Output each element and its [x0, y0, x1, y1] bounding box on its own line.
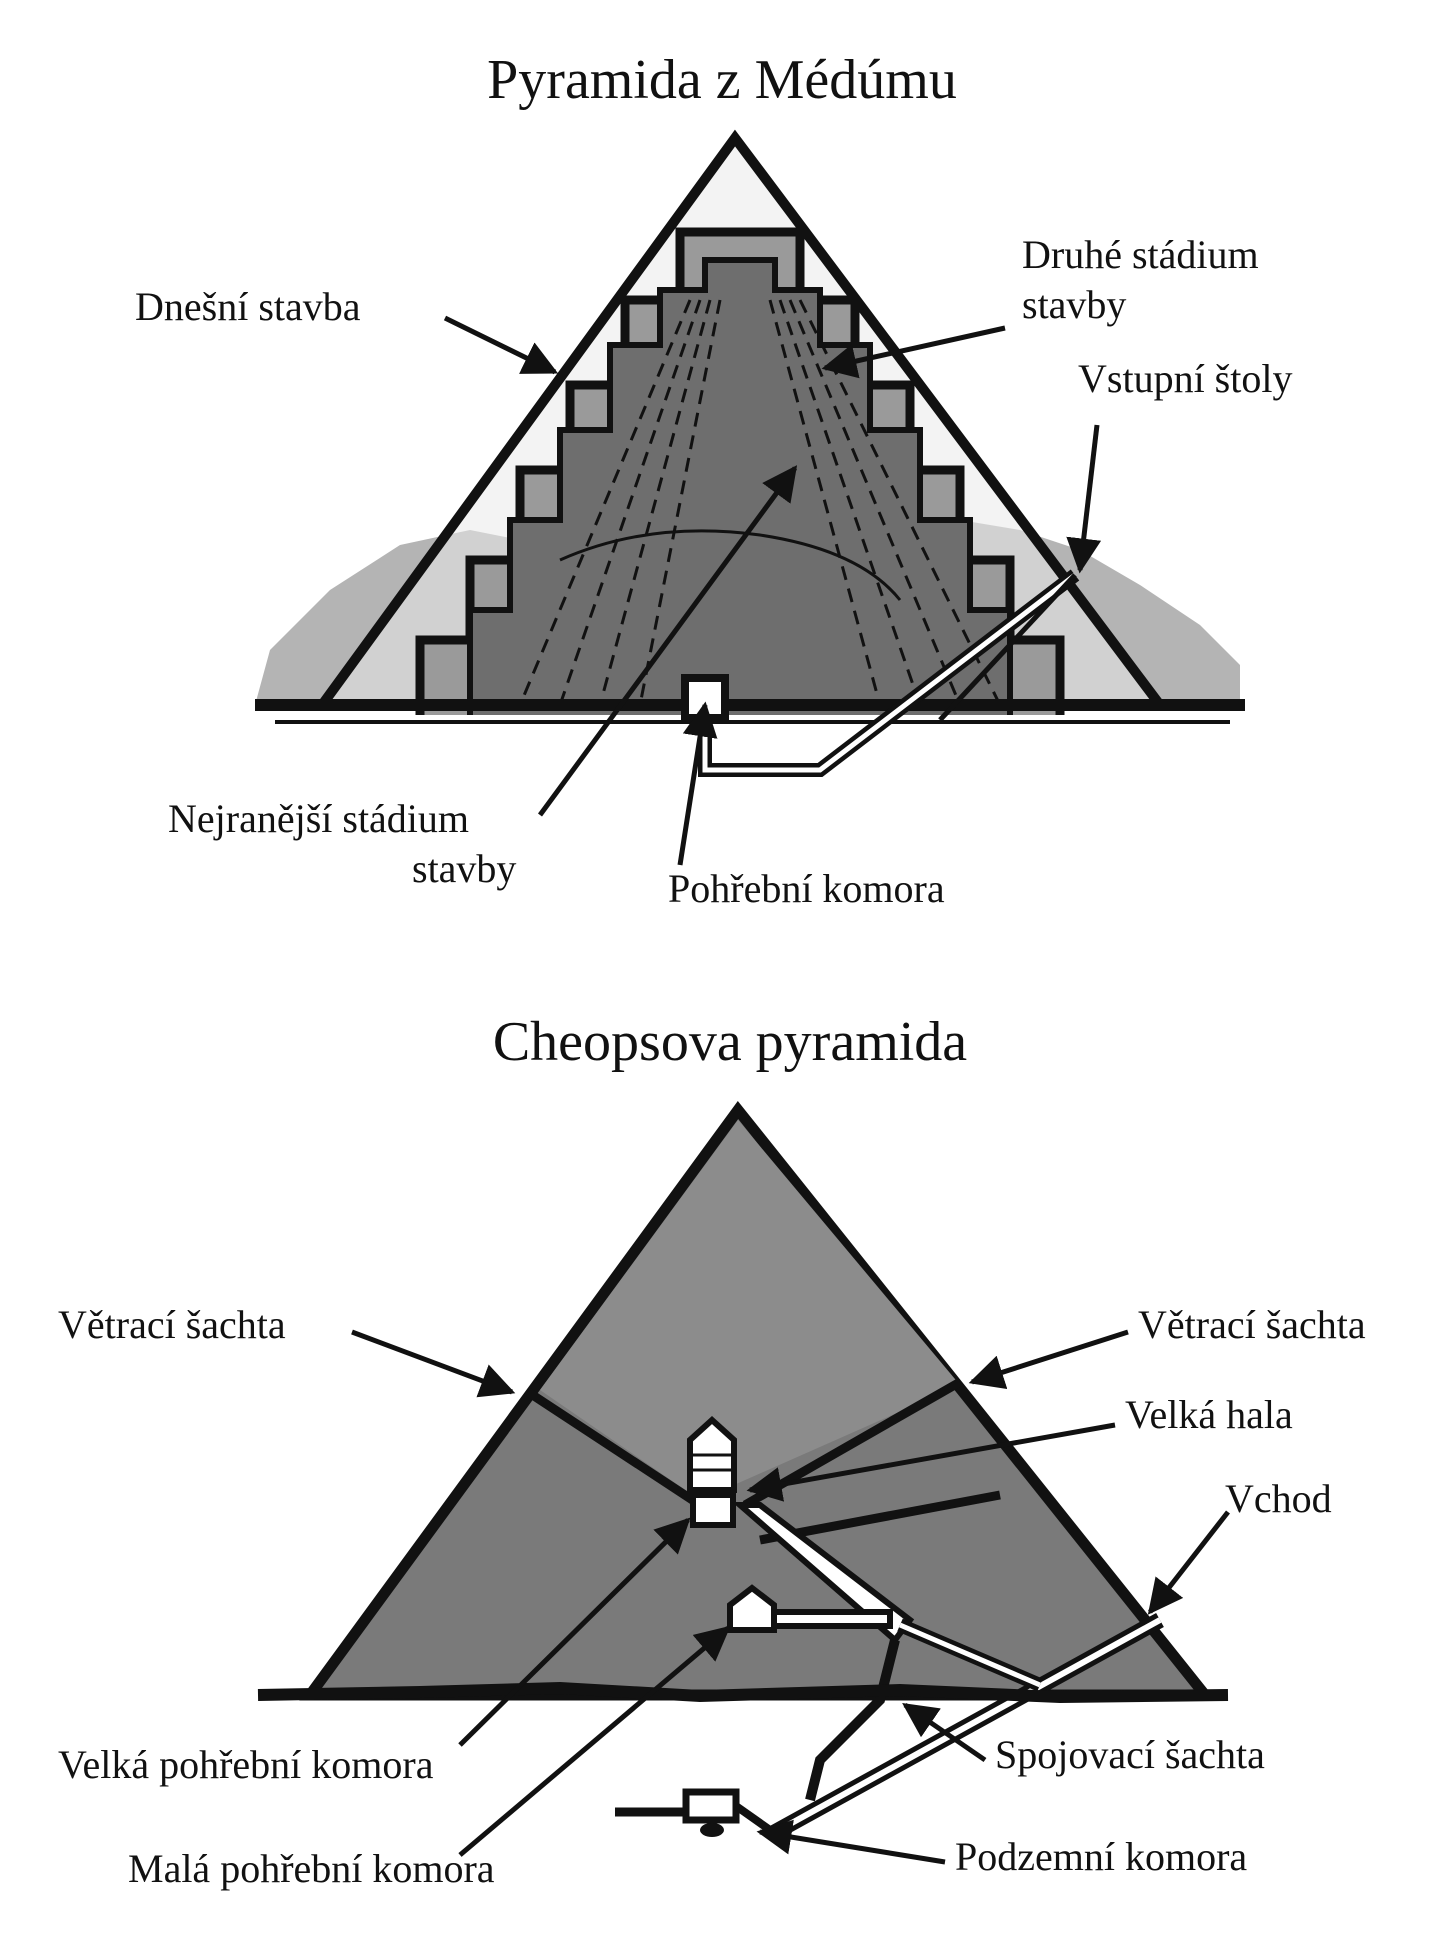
cheops-label-queens: Malá pohřební komora — [128, 1846, 495, 1891]
cheops-section: Cheopsova pyramida — [58, 1011, 1366, 1891]
cheops-label-kings: Velká pohřební komora — [58, 1742, 434, 1787]
arrow-current — [445, 318, 555, 372]
medum-label-earliest-2: stavby — [412, 846, 516, 891]
cheops-label-underground: Podzemní komora — [955, 1834, 1247, 1879]
medum-label-earliest-1: Nejranější stádium — [168, 796, 469, 841]
cheops-title: Cheopsova pyramida — [493, 1011, 967, 1073]
arrow-underground — [760, 1832, 945, 1862]
cheops-label-vent-left: Větrací šachta — [58, 1302, 286, 1347]
medum-label-entrance: Vstupní štoly — [1078, 356, 1292, 401]
kings-chamber — [693, 1495, 733, 1525]
medum-label-second-2: stavby — [1022, 282, 1126, 327]
medum-title: Pyramida z Médúmu — [487, 49, 957, 111]
arrow-burial — [680, 705, 705, 865]
cheops-label-entrance: Vchod — [1225, 1476, 1332, 1521]
queens-passage — [774, 1612, 890, 1626]
arrow-entrance — [1150, 1512, 1228, 1612]
arrow-entrance — [1080, 425, 1097, 570]
underground-chamber — [615, 1792, 770, 1837]
medum-label-burial: Pohřební komora — [668, 866, 945, 911]
arrow-vent-left — [352, 1332, 512, 1392]
cheops-label-gallery: Velká hala — [1125, 1392, 1293, 1437]
medum-section: Pyramida z Médúmu — [135, 49, 1292, 911]
cheops-label-vent-right: Větrací šachta — [1138, 1302, 1366, 1347]
medum-label-second-1: Druhé stádium — [1022, 232, 1259, 277]
arrow-vent-right — [972, 1332, 1128, 1382]
cheops-label-connecting: Spojovací šachta — [995, 1732, 1265, 1777]
medum-label-current: Dnešní stavba — [135, 284, 361, 329]
